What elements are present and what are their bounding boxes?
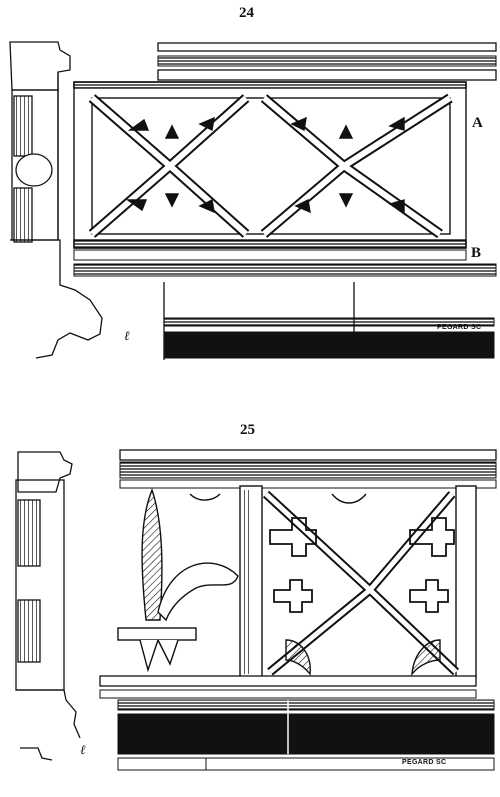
figure-24-top-rail <box>157 42 497 81</box>
figure-25-handrail <box>119 449 497 489</box>
label-a: A <box>472 115 483 131</box>
figure-24-bottom-rail <box>73 249 497 360</box>
label-b: B <box>471 245 482 261</box>
figure-24-tracery-panel <box>73 81 467 249</box>
figure-25-profile <box>15 451 81 761</box>
figure-25-number: 25 <box>240 422 255 438</box>
figure-24-engraver-signature: PEGARD SC <box>437 324 482 331</box>
figure-25-scale-mark: ℓ <box>80 742 86 757</box>
figure-25-engraver-signature: PEGARD SC <box>402 759 447 766</box>
fleur-de-lis-ornament <box>117 487 239 673</box>
figure-25-balustrade <box>117 485 477 679</box>
figure-24-scale-mark: ℓ <box>124 328 130 343</box>
figure-25-base-rail <box>99 675 495 771</box>
figure-24-profile <box>9 41 103 359</box>
figure-24-number: 24 <box>239 5 254 21</box>
